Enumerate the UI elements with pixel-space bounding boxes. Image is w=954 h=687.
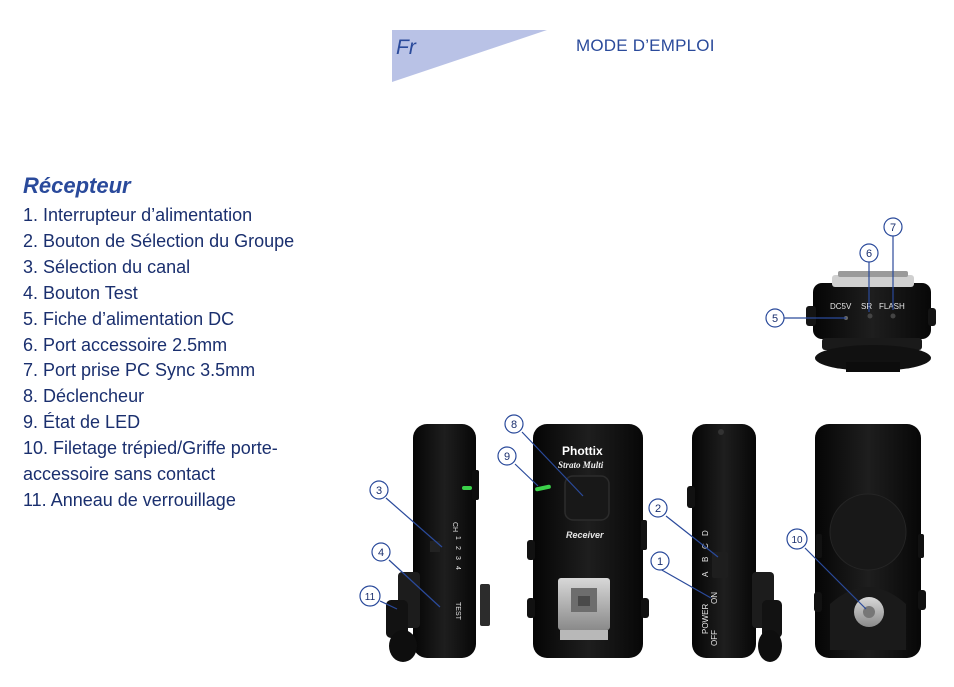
list-item: 8. Déclencheur bbox=[23, 386, 145, 407]
list-item: 2. Bouton de Sélection du Groupe bbox=[23, 230, 295, 251]
receiver-top-view: DC5V SR FLASH bbox=[806, 271, 936, 372]
model-name: Strato Multi bbox=[558, 460, 604, 470]
channel-digit-4: 4 bbox=[454, 566, 461, 570]
section-title: Récepteur bbox=[23, 173, 131, 198]
receiver-right-side-view: A B C D POWER OFF ON bbox=[687, 424, 782, 662]
callout-8: 8 bbox=[511, 419, 517, 431]
callout-3: 3 bbox=[376, 485, 382, 497]
channel-digit-3: 3 bbox=[454, 556, 461, 560]
on-label: ON bbox=[710, 592, 719, 604]
callout-4: 4 bbox=[378, 547, 384, 559]
document-title: MODE D’EMPLOI bbox=[576, 36, 715, 55]
callout-5: 5 bbox=[772, 313, 778, 325]
callout-10: 10 bbox=[791, 535, 803, 546]
receiver-label: Receiver bbox=[566, 530, 604, 540]
group-letter-c: C bbox=[701, 543, 710, 549]
list-item: 5. Fiche d’alimentation DC bbox=[23, 308, 235, 329]
receiver-front-view: Phottix Strato Multi Receiver bbox=[527, 424, 649, 658]
power-label: POWER bbox=[701, 604, 710, 634]
channel-digit-1: 1 bbox=[454, 536, 461, 540]
group-letter-b: B bbox=[701, 557, 710, 562]
callout-1: 1 bbox=[657, 556, 663, 568]
list-item: 7. Port prise PC Sync 3.5mm bbox=[23, 360, 256, 381]
flash-label: FLASH bbox=[879, 302, 905, 311]
list-item: 3. Sélection du canal bbox=[23, 256, 191, 277]
callout-markers: 1 2 3 4 5 6 7 8 9 10 11 bbox=[359, 217, 903, 607]
language-label: Fr bbox=[396, 36, 416, 59]
callout-2: 2 bbox=[655, 503, 661, 515]
list-item: 9. État de LED bbox=[23, 412, 141, 433]
callout-9: 9 bbox=[504, 451, 510, 463]
receiver-left-side-view: CH 1 2 3 4 TEST bbox=[386, 424, 490, 662]
channel-digit-2: 2 bbox=[454, 546, 461, 550]
off-label: OFF bbox=[710, 630, 719, 646]
receiver-back-view bbox=[814, 424, 926, 658]
list-item: 11. Anneau de verrouillage bbox=[23, 489, 236, 510]
list-item: 10. Filetage trépied/Griffe porte-access… bbox=[23, 438, 278, 485]
callout-leaders bbox=[379, 236, 894, 610]
group-letter-a: A bbox=[701, 571, 710, 577]
language-tab bbox=[392, 30, 547, 82]
callout-6: 6 bbox=[866, 248, 872, 260]
brand-logo: Phottix bbox=[562, 444, 603, 458]
sr-label: SR bbox=[861, 302, 872, 311]
list-item: 6. Port accessoire 2.5mm bbox=[23, 334, 228, 355]
test-label: TEST bbox=[454, 602, 461, 621]
callout-11: 11 bbox=[365, 592, 376, 603]
list-item: 4. Bouton Test bbox=[23, 282, 138, 303]
list-item: 1. Interrupteur d’alimentation bbox=[23, 205, 253, 225]
dc-label: DC5V bbox=[830, 302, 852, 311]
parts-list: 1. Interrupteur d’alimentation 2. Bouton… bbox=[23, 203, 343, 514]
group-letter-d: D bbox=[701, 530, 710, 536]
callout-7: 7 bbox=[890, 222, 896, 234]
ch-label: CH bbox=[451, 522, 458, 532]
